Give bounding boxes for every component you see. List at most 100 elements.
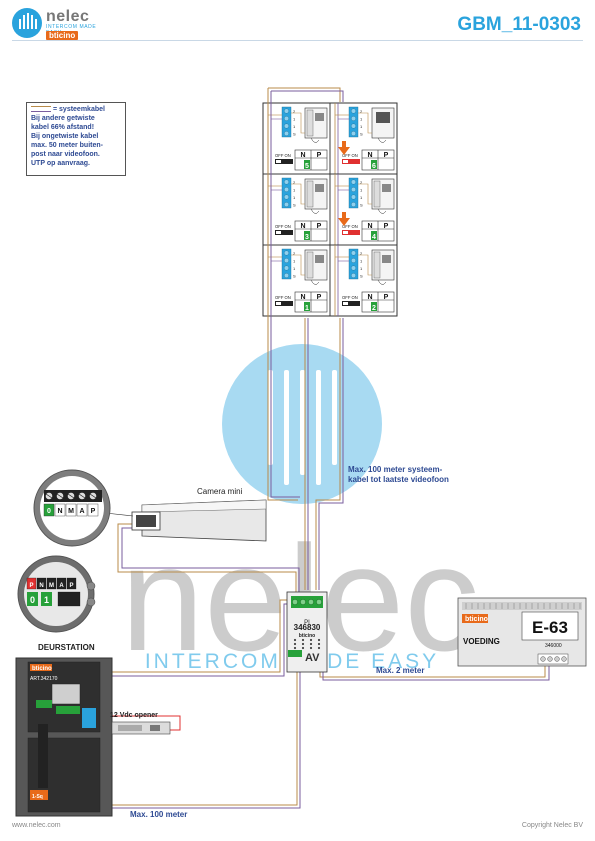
n-label: N: [300, 294, 305, 301]
monitor-screen: [315, 113, 324, 121]
riser-cable-d: [318, 318, 344, 590]
door-terminal-label: N: [39, 583, 43, 589]
power-brand: bticino: [465, 616, 488, 623]
riser-top-a: [268, 87, 341, 102]
led-dot: [301, 638, 305, 642]
power-model-panel: [521, 611, 579, 641]
address-jumper: [371, 231, 377, 240]
n-label: N: [367, 223, 372, 230]
camera-terminal: [54, 503, 66, 517]
p-label: P: [317, 152, 322, 159]
door-station-label: DEURSTATION: [38, 643, 95, 652]
power-brand-badge: [462, 614, 488, 623]
n-label: N: [367, 294, 372, 301]
switch-label: OFF ON: [342, 153, 358, 158]
monitor-terminal-strip: [348, 248, 359, 280]
termination-switch: [275, 301, 293, 306]
door-terminal: [56, 577, 67, 590]
terminal-label: 1: [360, 188, 363, 193]
door-terminal-label: P: [29, 583, 33, 589]
door-terminal: [46, 577, 57, 590]
door-terminal-label: P: [69, 583, 73, 589]
riser-left-b: [270, 91, 300, 498]
power-supply: bticino E-63 VOEDING 346000: [457, 597, 587, 667]
system-max-label-2: kabel tot laatste videofoon: [348, 475, 449, 484]
door-tag: 1-Sq: [32, 794, 43, 800]
terminal-label: 1: [293, 124, 296, 129]
door-address-label: 0: [30, 595, 35, 605]
legend-box: = systeemkabel Bij andere getwiste kabel…: [26, 102, 126, 176]
system-max-label-1: Max. 100 meter systeem-: [348, 465, 443, 474]
monitor-number: 2: [372, 305, 376, 312]
door-terminal-label: M: [49, 583, 54, 589]
camera-terminal-label: M: [68, 508, 74, 515]
riser-cable-c: [315, 318, 341, 590]
termination-switch: [342, 159, 360, 164]
monitor-screen: [376, 112, 390, 123]
led-dot: [301, 646, 305, 650]
terminal-screw-icon: [351, 115, 357, 121]
camera-terminal: [65, 503, 77, 517]
handset-icon: [306, 180, 314, 208]
camera-cable-a: [117, 523, 297, 592]
terminal-screw-icon: [351, 273, 357, 279]
camera-terminal-label: A: [79, 508, 84, 515]
terminal-label: 2: [360, 180, 363, 185]
terminal-screw-icon: [284, 115, 290, 121]
screw-icon: [540, 656, 546, 662]
camera-terminal: [43, 503, 55, 517]
monitor-terminal-strip: [281, 248, 292, 280]
led-dot: [317, 646, 321, 650]
door-address-label: 1: [44, 595, 49, 605]
monitor-number: 6: [372, 163, 376, 170]
terminal-screw-icon: [284, 250, 290, 256]
terminal-label: 2: [360, 109, 363, 114]
monitor-screen: [382, 255, 391, 263]
terminal-screw-icon: [284, 108, 290, 114]
p-label: P: [384, 152, 389, 159]
terminal-screw-icon: [351, 123, 357, 129]
address-jumper: [304, 231, 310, 240]
monitor-number: 1: [305, 305, 309, 312]
terminal-screw-icon: [284, 265, 290, 271]
terminal-label: 2: [293, 109, 296, 114]
handset-icon: [306, 109, 314, 137]
address-jumper: [371, 160, 377, 169]
terminal-screw-icon: [284, 273, 290, 279]
power-vent: [462, 602, 582, 610]
handset-icon: [373, 251, 381, 279]
n-label: N: [300, 152, 305, 159]
arrow-down-icon: [338, 141, 350, 155]
screw-icon: [308, 599, 314, 605]
monitor-terminal-strip: [348, 177, 359, 209]
p-label: P: [384, 223, 389, 230]
door-electronics: [51, 683, 81, 705]
terminal-label: 2: [293, 180, 296, 185]
screw-icon: [86, 581, 96, 591]
terminal-screw-icon: [284, 123, 290, 129]
legend-line: max. 50 meter buiten-: [31, 142, 103, 149]
opener-wire-red: [86, 715, 181, 731]
monitor-screen: [315, 184, 324, 192]
address-jumper: [371, 302, 377, 311]
door-terminal: [26, 577, 37, 590]
power-code: 346000: [545, 643, 562, 649]
monitor-screen: [382, 184, 391, 192]
p-label: P: [317, 223, 322, 230]
terminal-screw-icon: [284, 186, 290, 192]
led-dot: [301, 642, 305, 646]
monitor-terminal-strip: [281, 106, 292, 138]
camera-terminal-label: P: [91, 508, 96, 515]
terminal-label: 2: [360, 251, 363, 256]
terminal-label: 1: [360, 195, 363, 200]
door-terminal-green-2: [56, 706, 80, 714]
power-label: VOEDING: [463, 637, 500, 646]
door-terminal: [66, 577, 77, 590]
screw-icon: [292, 599, 298, 605]
